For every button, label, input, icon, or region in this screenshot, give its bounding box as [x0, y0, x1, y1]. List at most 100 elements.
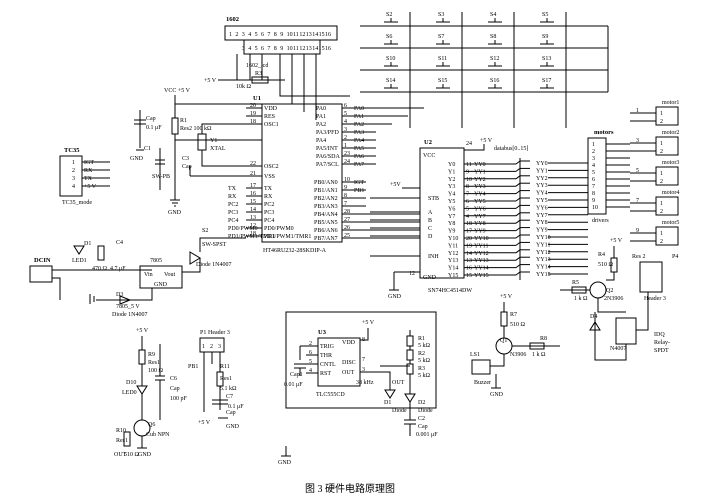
tc35-label: TC35_mode [62, 200, 92, 206]
tc35-pin-2: TX [84, 176, 93, 182]
ir-gnd: GND [138, 452, 152, 458]
mcu-rpin-name: PA7/SCL [316, 162, 339, 168]
dec-bus-net: YY0 [474, 162, 486, 168]
lcd-pin-8: 8 [274, 32, 277, 38]
mcu-rpin-num: 2 [344, 135, 347, 141]
mcu-rpin-b-num: 7 [344, 201, 347, 207]
mcu-rnet: PA4 [354, 138, 364, 144]
dec-bus-net: YY2 [474, 177, 486, 183]
r1-value: Res2 100 kΩ [180, 126, 212, 132]
motor-pin: 1 [660, 171, 663, 177]
gnd-c1: GND [130, 156, 144, 162]
mcu-rpin-b-name: PB2/AN2 [314, 196, 338, 202]
cap1-value: 0.01 μF [284, 382, 303, 388]
dec-bus-net: YY9 [474, 229, 486, 235]
r9-label: Res1 [148, 360, 160, 366]
t-rpin-name: VDD [342, 340, 356, 346]
drv-pin-10: 10 [592, 205, 598, 211]
d3-ref: D3 [116, 292, 123, 298]
lcd-pin-b-6: 6 [261, 46, 264, 52]
gnd-decoder: GND [388, 294, 402, 300]
dec-bus-net: YY11 [474, 243, 488, 249]
dec-bus-net-r: YY13 [536, 257, 551, 263]
timer-part: TLC555CD [316, 392, 345, 398]
mcu-rpin-b-num: 8 [344, 193, 347, 199]
mcu-rnet: PA7 [354, 162, 364, 168]
r11-value: 5.1 kΩ [220, 386, 237, 392]
dec-bus-net: YY6 [474, 206, 486, 212]
dec-in-STB: STB [428, 196, 439, 202]
dec-out-Y10: Y10 [448, 236, 458, 242]
mcu-lpin-name: PD1/PWM1/TMR1 [264, 234, 311, 240]
dec-bus-net: YY14 [474, 266, 489, 272]
c1-label: Cap [146, 116, 156, 122]
lcd-ref: 1602 [226, 16, 239, 23]
led-ref: D1 [84, 241, 91, 247]
key-S17: S17 [542, 78, 551, 84]
dec-out-Y5: Y5 [448, 199, 455, 205]
dec-out-Y11: Y11 [448, 243, 458, 249]
dec-bus-net-r: YY8 [536, 220, 548, 226]
decoder-vcc: VCC [423, 153, 435, 159]
r10-value: 510 Ω [124, 452, 140, 458]
dec-bus-net: YY8 [474, 221, 486, 227]
mcu-rnet: PA2 [354, 122, 364, 128]
mcu-rpin-name: PA0 [316, 106, 326, 112]
r10-label: Res1 [116, 438, 128, 444]
motor-drv-num: 7 [636, 198, 639, 204]
c1-value: 0.1 μF [146, 125, 162, 131]
mcu-lpin-name: PC3 [264, 210, 274, 216]
crystal-label: XTAL [210, 146, 226, 152]
mcu-ref: U1 [253, 95, 261, 102]
lcd-pin-10: 10 [287, 32, 293, 38]
drv-pin-3: 3 [592, 156, 595, 162]
mcu-left-net: RX [228, 194, 237, 200]
c3-ref: C3 [182, 156, 189, 162]
lcd-pin-13: 13 [306, 32, 312, 38]
lcd-pin-b-10: 10 [287, 46, 293, 52]
dec-out-pin: 17 [466, 229, 472, 235]
t-lpin-num: 6 [309, 350, 312, 356]
r5-ref: R5 [572, 280, 579, 286]
r5-value: 1 k Ω [574, 296, 588, 302]
lcd-pot-ref: R3 [255, 71, 262, 77]
lcd-pin-b-9: 9 [280, 46, 283, 52]
mcu-lpin-num: 18 [250, 119, 256, 125]
mcu-rpin-b-num: 10 [344, 177, 350, 183]
dec-bus-net-r: YY11 [536, 242, 550, 248]
dec-bus-net-r: YY14 [536, 265, 551, 271]
mcu-rpin-b-name: PB0/AN0 [314, 180, 338, 186]
d10-ref: D10 [126, 380, 136, 386]
buzzer-supply: +5 V [500, 294, 513, 300]
t-lpin-num: 5 [309, 359, 312, 365]
lcd-pin-16: 16 [325, 32, 331, 38]
decoder-gnd: GND [423, 275, 437, 281]
dec-out-pin: 5 [466, 206, 469, 212]
t-r3: R3 [418, 366, 425, 372]
tc35-pnum: 2 [72, 168, 75, 174]
c7-label: Cap [226, 410, 236, 416]
mcu-rnet: PA3 [354, 130, 364, 136]
dec-out-pin: 16 [466, 266, 472, 272]
figure-caption: 图 3 硬件电路原理图 [305, 482, 395, 495]
motor-pin: 1 [660, 201, 663, 207]
drivers-label: drivers [592, 218, 609, 224]
gnd-buzzer: GND [490, 392, 504, 398]
t-r2v: 5 kΩ [418, 358, 431, 364]
motor-pin: 1 [660, 141, 663, 147]
dec-bus-net-r: YY9 [536, 228, 548, 234]
lcd-pin-1: 1 [229, 32, 232, 38]
mcu-lpin-name: TX [264, 186, 273, 192]
dec-bus-net: YY4 [474, 192, 486, 198]
dec-bus-net-r: YY3 [536, 183, 548, 189]
mcu-rpin-num: 4 [344, 119, 347, 125]
dec-bus-net-r: YY6 [536, 205, 548, 211]
tc35-pin-1: RX [84, 168, 93, 174]
tc35-pin-0: IGT [84, 160, 94, 166]
dec-bus-net-r: YY15 [536, 272, 551, 278]
mcu-rpin-name: PA1 [316, 114, 326, 120]
dec-bus-net: YY12 [474, 251, 489, 257]
sw-spst-label: SW-SPST [202, 242, 227, 248]
lcd-pin-b-15: 15 [319, 46, 325, 52]
r11-label: Res1 [220, 376, 232, 382]
